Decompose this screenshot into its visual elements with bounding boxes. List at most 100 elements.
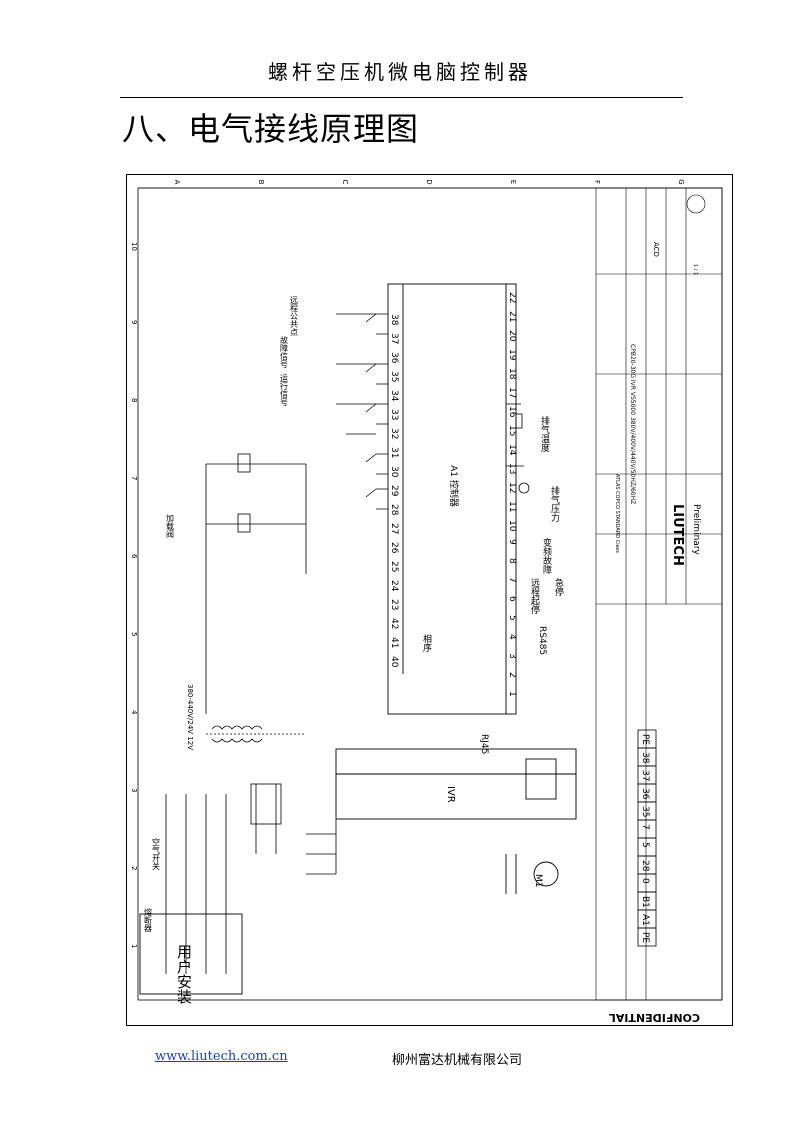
exhaust-pressure-label: 排气压力 <box>549 485 560 523</box>
terminal-strip-label: 37 <box>640 770 650 781</box>
transformer <box>206 725 306 743</box>
grid-row-label: 1 <box>130 944 138 948</box>
controller-terminal-top: 14 <box>507 444 517 456</box>
controller-terminal-top: 4 <box>507 634 517 640</box>
controller-terminal-top: 10 <box>507 520 517 532</box>
controller-terminal-top: 19 <box>507 349 517 361</box>
controller-terminal-top: 5 <box>507 615 517 621</box>
controller-terminal-bottom: 26 <box>389 542 399 554</box>
controller-terminal-bottom: 42 <box>389 618 399 629</box>
rs485-label: RS485 <box>537 626 547 655</box>
controller-terminal-top: 20 <box>507 330 517 342</box>
controller-terminal-top: 6 <box>507 596 517 602</box>
title-block-sheet: 1 / 1 <box>692 264 698 275</box>
controller-terminal-bottom: 29 <box>389 485 399 497</box>
grid-column-label: A <box>173 180 181 185</box>
pressure-sensor <box>506 465 530 494</box>
power-lines <box>165 783 337 974</box>
title-block-status: Preliminary <box>691 504 701 555</box>
controller-block <box>387 283 517 715</box>
controller-terminal-bottom: 23 <box>389 599 399 610</box>
terminal-strip-label: 28 <box>640 860 650 872</box>
controller-terminal-top: 12 <box>507 482 517 493</box>
controller-terminal-bottom: 38 <box>389 314 399 326</box>
ivr-label: IVR <box>445 786 456 803</box>
grid-row-label: 6 <box>130 554 138 559</box>
title-block-confidential: CONFIDENTIAL <box>609 1011 700 1024</box>
grid-row-label: 5 <box>130 632 138 636</box>
terminal-strip-label: 35 <box>640 806 650 817</box>
controller-terminal-bottom: 35 <box>389 371 399 382</box>
grid-row-label: 9 <box>130 320 138 324</box>
controller-terminal-top: 17 <box>507 387 517 398</box>
run-signal-label: 运行信号 <box>280 374 289 407</box>
grid-row-label: 7 <box>130 476 138 480</box>
controller-terminal-top: 9 <box>507 539 517 545</box>
controller-terminal-bottom: 24 <box>389 580 399 592</box>
load-valve-coils <box>205 453 307 714</box>
title-block-standard: ATLAS COPCO STANDARD Class <box>614 474 620 553</box>
controller-terminal-top: 13 <box>507 463 517 474</box>
fuse-label: 熔断器 <box>144 907 153 933</box>
controller-terminal-bottom: 37 <box>389 333 399 344</box>
user-install-box <box>139 913 243 995</box>
controller-terminal-top: 16 <box>507 406 517 418</box>
controller-terminal-top: 2 <box>507 672 517 678</box>
controller-terminal-bottom: 40 <box>389 656 399 668</box>
title-block-product-line: CPB20-30G IVR VS5000 380V/400V/440V/50HZ… <box>629 344 636 504</box>
controller-terminal-top: 3 <box>507 653 517 659</box>
controller-terminal-top: 11 <box>507 501 517 512</box>
relay-contacts <box>336 313 388 510</box>
controller-terminal-bottom: 25 <box>389 561 399 572</box>
controller-terminal-bottom: 41 <box>389 637 399 648</box>
terminal-strip-label: 0 <box>640 878 650 884</box>
footer-company-name: 柳州富达机械有限公司 <box>392 1053 523 1068</box>
motor-label: M1 <box>533 874 543 888</box>
grid-column-label: B <box>257 180 265 185</box>
controller-terminal-top: 7 <box>507 577 517 583</box>
controller-terminal-bottom: 30 <box>389 466 399 478</box>
rj45-label: RJ45 <box>479 734 489 754</box>
ivr-inverter <box>335 748 577 820</box>
controller-label: A1 控制器 <box>448 465 460 507</box>
controller-terminal-top: 22 <box>507 292 517 303</box>
grid-row-label: 10 <box>130 242 138 251</box>
page-header-title: 螺杆空压机微电脑控制器 <box>268 60 532 84</box>
motor <box>505 854 559 894</box>
grid-column-label: D <box>425 179 433 184</box>
phase-sequence-label: 相序 <box>421 633 432 653</box>
terminal-strip-cell <box>637 729 657 749</box>
controller-terminal-bottom: 32 <box>389 428 399 439</box>
title-block <box>595 187 723 1001</box>
terminal-strip-label: 7 <box>640 824 650 830</box>
grid-row-label: 3 <box>130 788 138 792</box>
terminal-strip-label: 38 <box>640 752 650 764</box>
terminal-strip-label: 5 <box>640 842 650 848</box>
grid-row-label: 8 <box>130 398 138 402</box>
transformer-label: 380-440V/24V 12V <box>186 684 194 750</box>
section-title: 八、电气接线原理图 <box>122 110 420 148</box>
terminal-strip-label: PE <box>640 734 650 745</box>
grid-column-label: E <box>509 180 517 184</box>
user-install-label: 用户安装 <box>175 944 193 1004</box>
footer-website-link[interactable]: www.liutech.com.cn <box>155 1049 288 1064</box>
terminal-strip-label: B1 <box>640 896 650 908</box>
controller-terminal-bottom: 28 <box>389 504 399 516</box>
controller-terminal-bottom: 27 <box>389 523 399 534</box>
remote-common-label: 远程公共点 <box>290 296 299 337</box>
controller-terminal-top: 18 <box>507 368 517 380</box>
controller-terminal-bottom: 34 <box>389 390 399 402</box>
grid-column-label: C <box>341 180 349 185</box>
breaker-label: 空气开关 <box>152 837 161 871</box>
grid-row-label: 4 <box>130 710 138 715</box>
load-valve-label: 加载阀 <box>166 513 175 539</box>
temp-sensor <box>506 403 523 429</box>
controller-terminal-bottom: 31 <box>389 447 399 458</box>
title-block-company: LIUTECH <box>670 504 685 566</box>
emergency-stop-label: 急停 <box>553 577 564 597</box>
